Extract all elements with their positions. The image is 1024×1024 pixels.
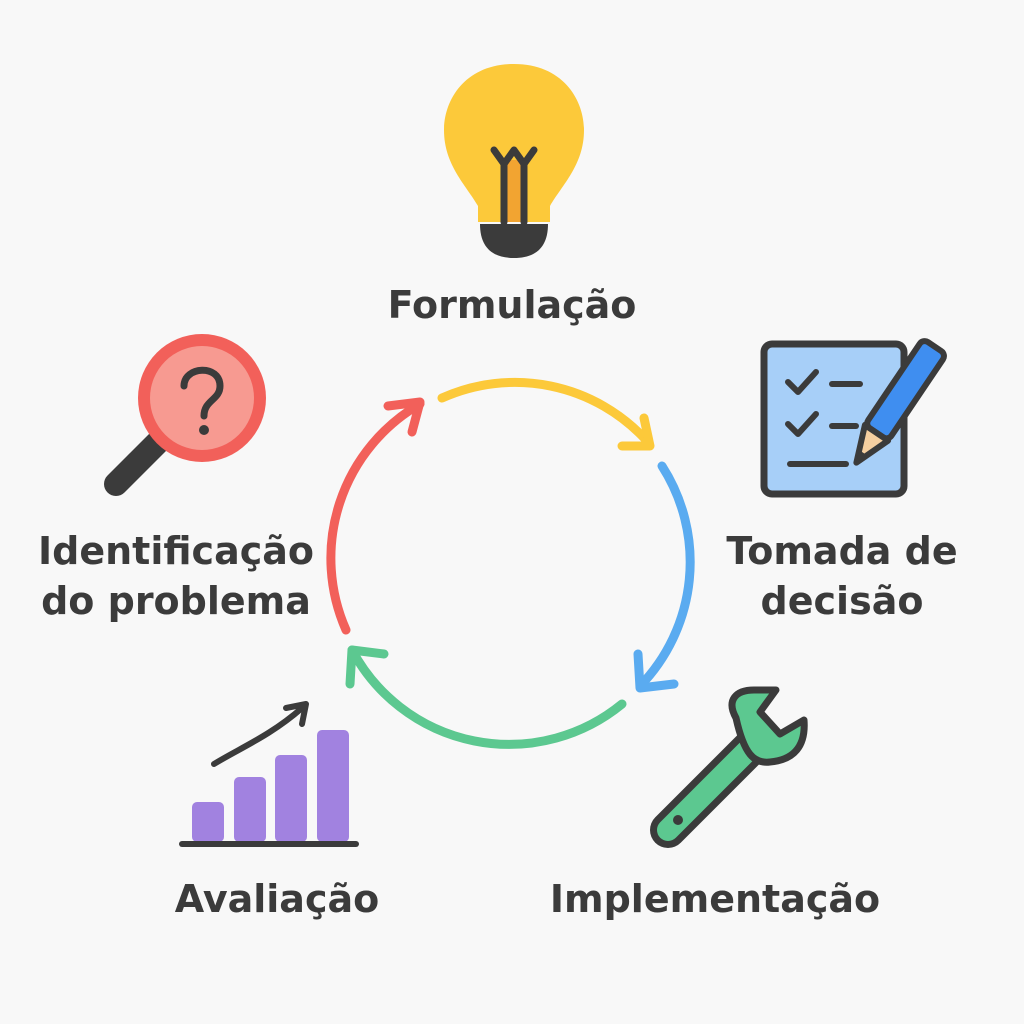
bar-chart-growth-icon: [179, 701, 359, 847]
arrow-yellow: [437, 377, 655, 451]
lightbulb-icon: [444, 64, 584, 258]
stage-label-avaliacao: Avaliação: [150, 874, 404, 924]
stage-label-tomada-de-decisao: Tomada de decisão: [700, 526, 984, 626]
identificacao-line1: Identificação: [38, 529, 314, 573]
avaliacao-text: Avaliação: [174, 877, 380, 921]
formulacao-text: Formulação: [387, 283, 637, 327]
stage-label-identificacao: Identificação do problema: [20, 526, 332, 626]
arrow-green: [345, 645, 627, 749]
tomada-line2: decisão: [760, 579, 924, 623]
implementacao-text: Implementação: [549, 877, 881, 921]
tomada-line1: Tomada de: [726, 529, 958, 573]
magnifier-question-icon: [104, 334, 266, 496]
pencil-icon: [853, 338, 947, 466]
wrench-icon: [650, 686, 808, 848]
arrow-red: [326, 397, 425, 635]
stage-label-implementacao: Implementação: [530, 874, 900, 924]
checklist-pencil-icon: [760, 338, 947, 498]
arrow-blue: [633, 461, 695, 693]
identificacao-line2: do problema: [41, 579, 311, 623]
stage-label-formulacao: Formulação: [340, 280, 684, 330]
